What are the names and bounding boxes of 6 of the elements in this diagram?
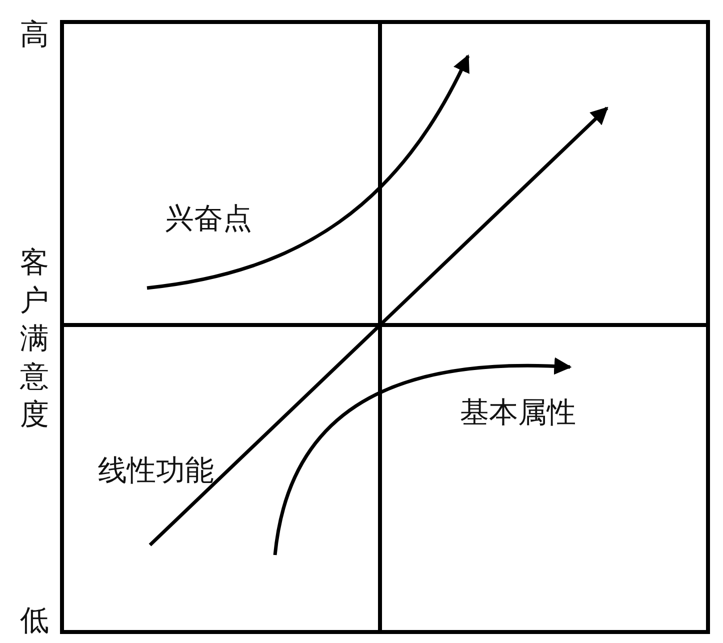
curve-label: 基本属性 [460, 398, 576, 427]
axis-label: 高 [20, 20, 49, 49]
curve-label: 兴奋点 [165, 204, 252, 233]
curve-label: 线性功能 [98, 456, 214, 485]
axis-label: 低 [20, 606, 49, 635]
axis-title: 客户满意度 [20, 244, 50, 433]
